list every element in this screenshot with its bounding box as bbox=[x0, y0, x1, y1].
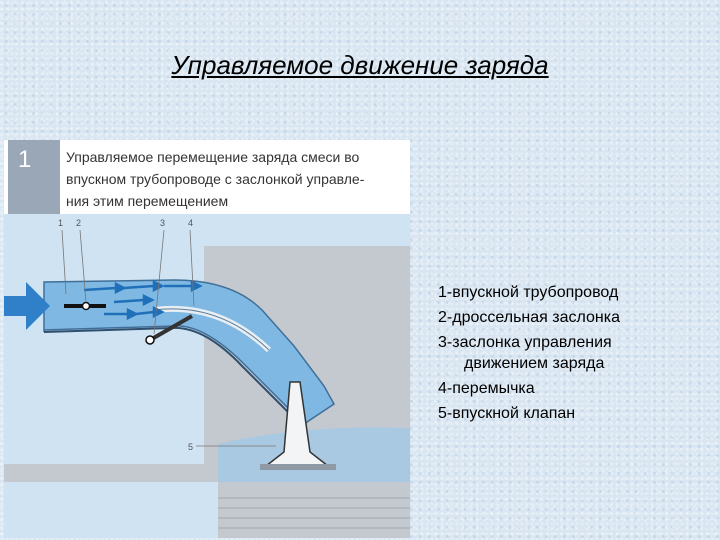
divider-plate-edge bbox=[153, 308, 270, 351]
throttle-valve-pivot bbox=[81, 301, 91, 311]
inlet-arrow bbox=[4, 282, 50, 330]
callout-3: 3 bbox=[160, 218, 165, 228]
figure-caption-line: впускном трубопроводе с заслонкой управл… bbox=[66, 171, 365, 187]
legend-item: 3-заслонка управления bbox=[438, 334, 612, 351]
callout-5: 5 bbox=[188, 442, 193, 452]
intake-diagram-figure: 1 Управляемое перемещение заряда смеси в… bbox=[4, 140, 410, 538]
figure-caption: Управляемое перемещение заряда смеси во … bbox=[66, 146, 406, 212]
legend-item: 4-перемычка bbox=[438, 380, 535, 397]
figure-caption-line: ния этим перемещением bbox=[66, 193, 229, 209]
callout-2: 2 bbox=[76, 218, 81, 228]
callout-1: 1 bbox=[58, 218, 63, 228]
callout-leaders bbox=[61, 229, 276, 447]
intake-pipe bbox=[43, 279, 335, 425]
legend-list: 1-впускной трубопровод 2-дроссельная зас… bbox=[438, 280, 708, 426]
charge-motion-flap-pivot bbox=[145, 335, 155, 345]
legend-item: 2-дроссельная заслонка bbox=[438, 309, 620, 326]
figure-number: 1 bbox=[8, 140, 60, 214]
slide-title: Управляемое движение заряда bbox=[171, 50, 549, 80]
cylinder-block-lines bbox=[218, 497, 410, 529]
legend-item: 1-впускной трубопровод bbox=[438, 284, 619, 301]
legend-item: 5-впускной клапан bbox=[438, 405, 576, 422]
callout-4: 4 bbox=[188, 218, 193, 228]
figure-caption-line: Управляемое перемещение заряда смеси во bbox=[66, 149, 360, 165]
charge-motion-flap bbox=[149, 314, 193, 342]
legend-item-continuation: движением заряда bbox=[464, 355, 605, 372]
intake-valve-seat bbox=[260, 464, 336, 470]
flow-arrows bbox=[83, 279, 203, 321]
intake-manifold-drawing: 1 2 3 4 5 bbox=[4, 214, 410, 538]
